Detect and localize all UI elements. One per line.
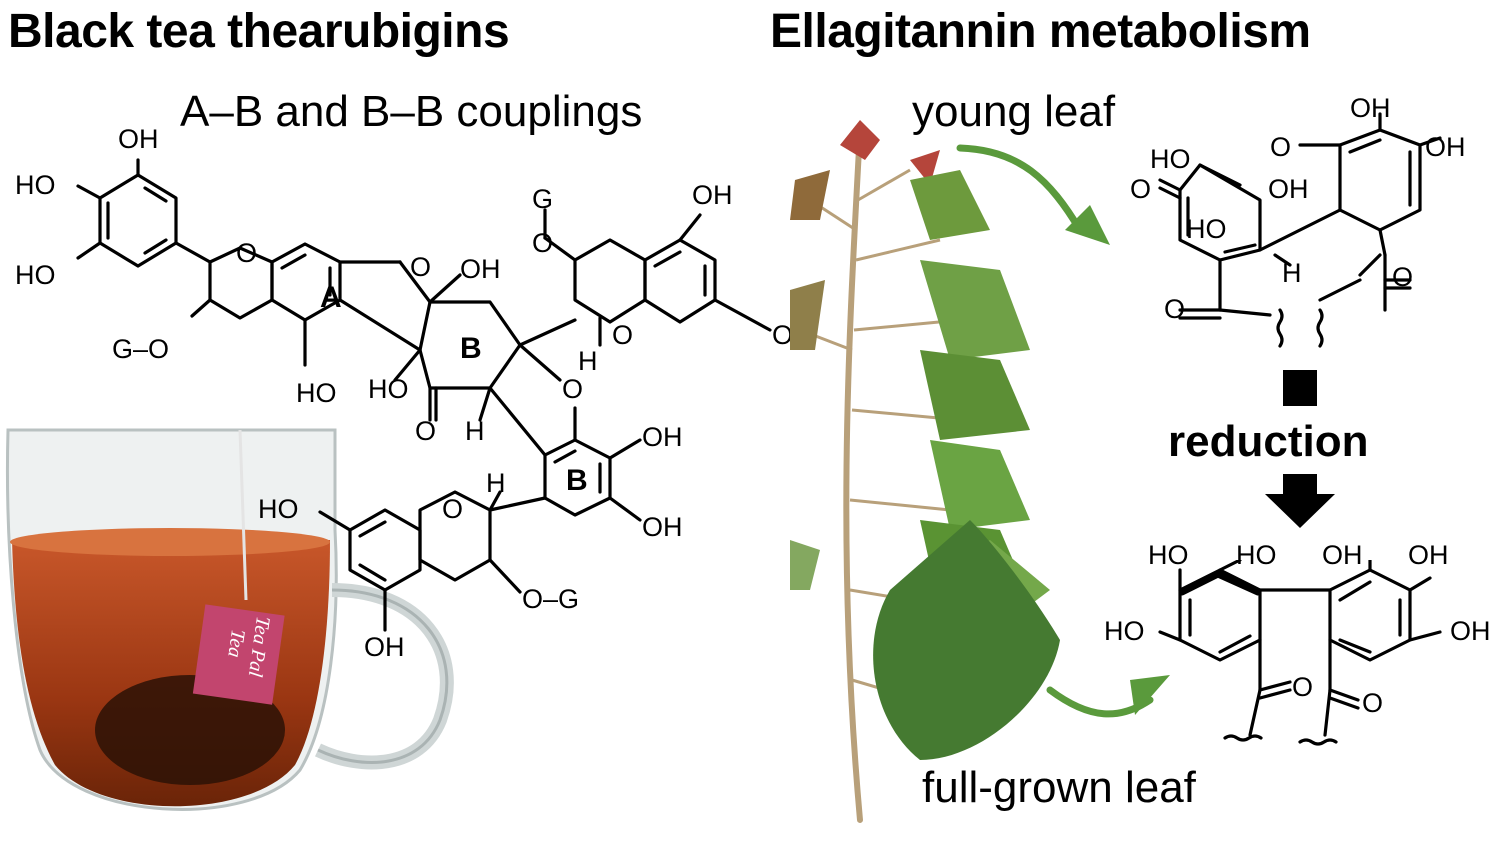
atom-label: O xyxy=(1392,262,1414,292)
ring-label-b: B xyxy=(566,464,588,497)
atom-label: O xyxy=(236,238,258,268)
tea-tag-icon xyxy=(192,604,285,705)
tea-cup-image xyxy=(5,428,454,811)
young-leaf-label: young leaf xyxy=(912,87,1116,136)
atom-label: G xyxy=(532,184,554,214)
atom-label: O xyxy=(1362,688,1384,718)
ring-label-b: B xyxy=(460,332,482,365)
atom-label: O xyxy=(415,416,437,446)
atom-label: OH xyxy=(642,512,683,542)
ring-label-a: A xyxy=(320,281,342,314)
atom-label: H xyxy=(1282,258,1302,288)
atom-label: O xyxy=(1270,132,1292,162)
atom-label: O xyxy=(532,228,554,258)
atom-label: OH xyxy=(1450,616,1491,646)
full-grown-leaf-label: full-grown leaf xyxy=(922,763,1196,812)
plant-image xyxy=(790,120,1060,823)
atom-label: O xyxy=(562,374,584,404)
atom-label: HO xyxy=(1150,144,1191,174)
atom-label: G–O xyxy=(112,334,170,364)
atom-label: HO xyxy=(1186,214,1227,244)
atom-label: O xyxy=(1130,174,1152,204)
atom-label: HO xyxy=(1104,616,1145,646)
atom-label: O xyxy=(1164,294,1186,324)
atom-label: OH xyxy=(1350,93,1391,123)
atom-label: OH xyxy=(642,422,683,452)
dehydrohexahydroxydiphenoyl-structure xyxy=(1158,112,1442,348)
atom-label: OH xyxy=(1425,132,1466,162)
atom-label: HO xyxy=(15,260,56,290)
atom-label: H xyxy=(465,416,485,446)
atom-label: O xyxy=(612,320,634,350)
atom-label: OH xyxy=(692,180,733,210)
atom-label: HO xyxy=(368,374,409,404)
green-arrows xyxy=(956,144,1170,718)
atom-label: OH xyxy=(1408,540,1449,570)
right-title: Ellagitannin metabolism xyxy=(770,5,1311,58)
atom-label: HO xyxy=(258,494,299,524)
atom-label: OH xyxy=(364,632,405,662)
atom-label: OH xyxy=(118,124,159,154)
arrow-young-icon xyxy=(956,144,1084,234)
hhdp-structure xyxy=(1158,560,1442,746)
atom-label: OH xyxy=(1322,540,1363,570)
atom-label: OH xyxy=(1268,174,1309,204)
atom-label: OH xyxy=(460,254,501,284)
atom-label: H xyxy=(578,346,598,376)
atom-label: O xyxy=(1292,672,1314,702)
left-title: Black tea thearubigins xyxy=(8,5,510,58)
atom-label: HO xyxy=(1148,540,1189,570)
thearubigin-structure xyxy=(76,158,772,632)
atom-label: O xyxy=(410,252,432,282)
left-subtitle: A–B and B–B couplings xyxy=(180,87,643,136)
atom-label: O–G xyxy=(522,584,580,614)
reduction-arrow-icon xyxy=(1265,370,1335,528)
atom-label: HO xyxy=(15,170,56,200)
reduction-label: reduction xyxy=(1168,417,1369,466)
atom-label: H xyxy=(486,468,506,498)
atom-label: O xyxy=(442,494,464,524)
atom-label: HO xyxy=(296,378,337,408)
atom-label: HO xyxy=(1236,540,1277,570)
